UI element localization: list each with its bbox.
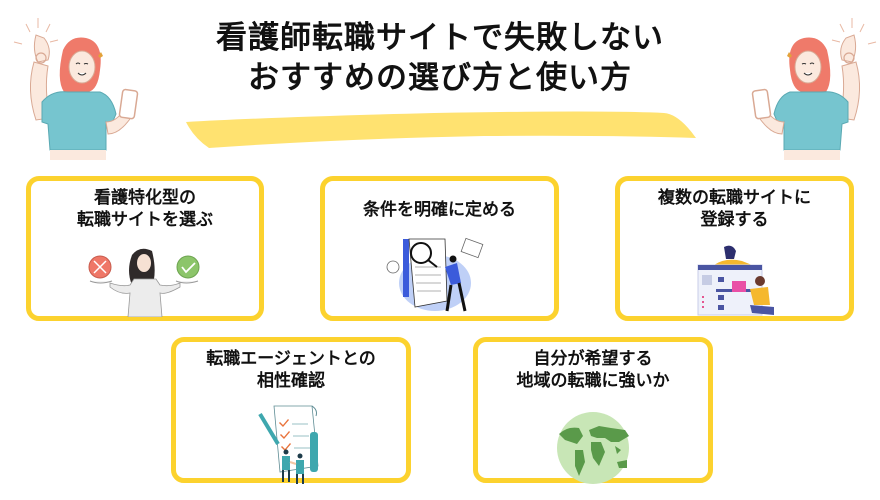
woman-ok-illustration-left — [13, 18, 139, 160]
title-line-1: 看護師転職サイトで失敗しない — [216, 20, 664, 56]
card-regional-strength: 自分が希望する 地域の転職に強いか — [473, 337, 713, 484]
card-title: 転職エージェントとの 相性確認 — [206, 349, 376, 391]
woman-ok-illustration-right — [751, 18, 877, 160]
card-register-multiple-sites: 複数の転職サイトに 登録する — [615, 176, 854, 321]
card-nursing-specialized-site: 看護特化型の 転職サイトを選ぶ — [26, 176, 264, 321]
handshake-checklist-icon — [258, 405, 319, 484]
card-title: 看護特化型の 転職サイトを選ぶ — [77, 188, 213, 230]
card-agent-compatibility: 転職エージェントとの 相性確認 — [171, 337, 411, 484]
brush-highlight — [186, 111, 696, 148]
card-title: 複数の転職サイトに 登録する — [658, 188, 811, 230]
people-website-registration-icon — [697, 245, 774, 316]
card-title: 自分が希望する 地域の転職に強いか — [516, 349, 670, 391]
card-define-conditions: 条件を明確に定める — [320, 176, 559, 321]
woman-choosing-x-check-icon — [88, 248, 200, 317]
card-title: 条件を明確に定める — [363, 200, 516, 220]
world-globe-icon — [557, 412, 629, 484]
person-magnifying-document-icon — [386, 237, 483, 312]
page-title: 看護師転職サイトで失敗しない おすすめの選び方と使い方 — [180, 18, 700, 98]
title-line-2: おすすめの選び方と使い方 — [248, 60, 632, 96]
